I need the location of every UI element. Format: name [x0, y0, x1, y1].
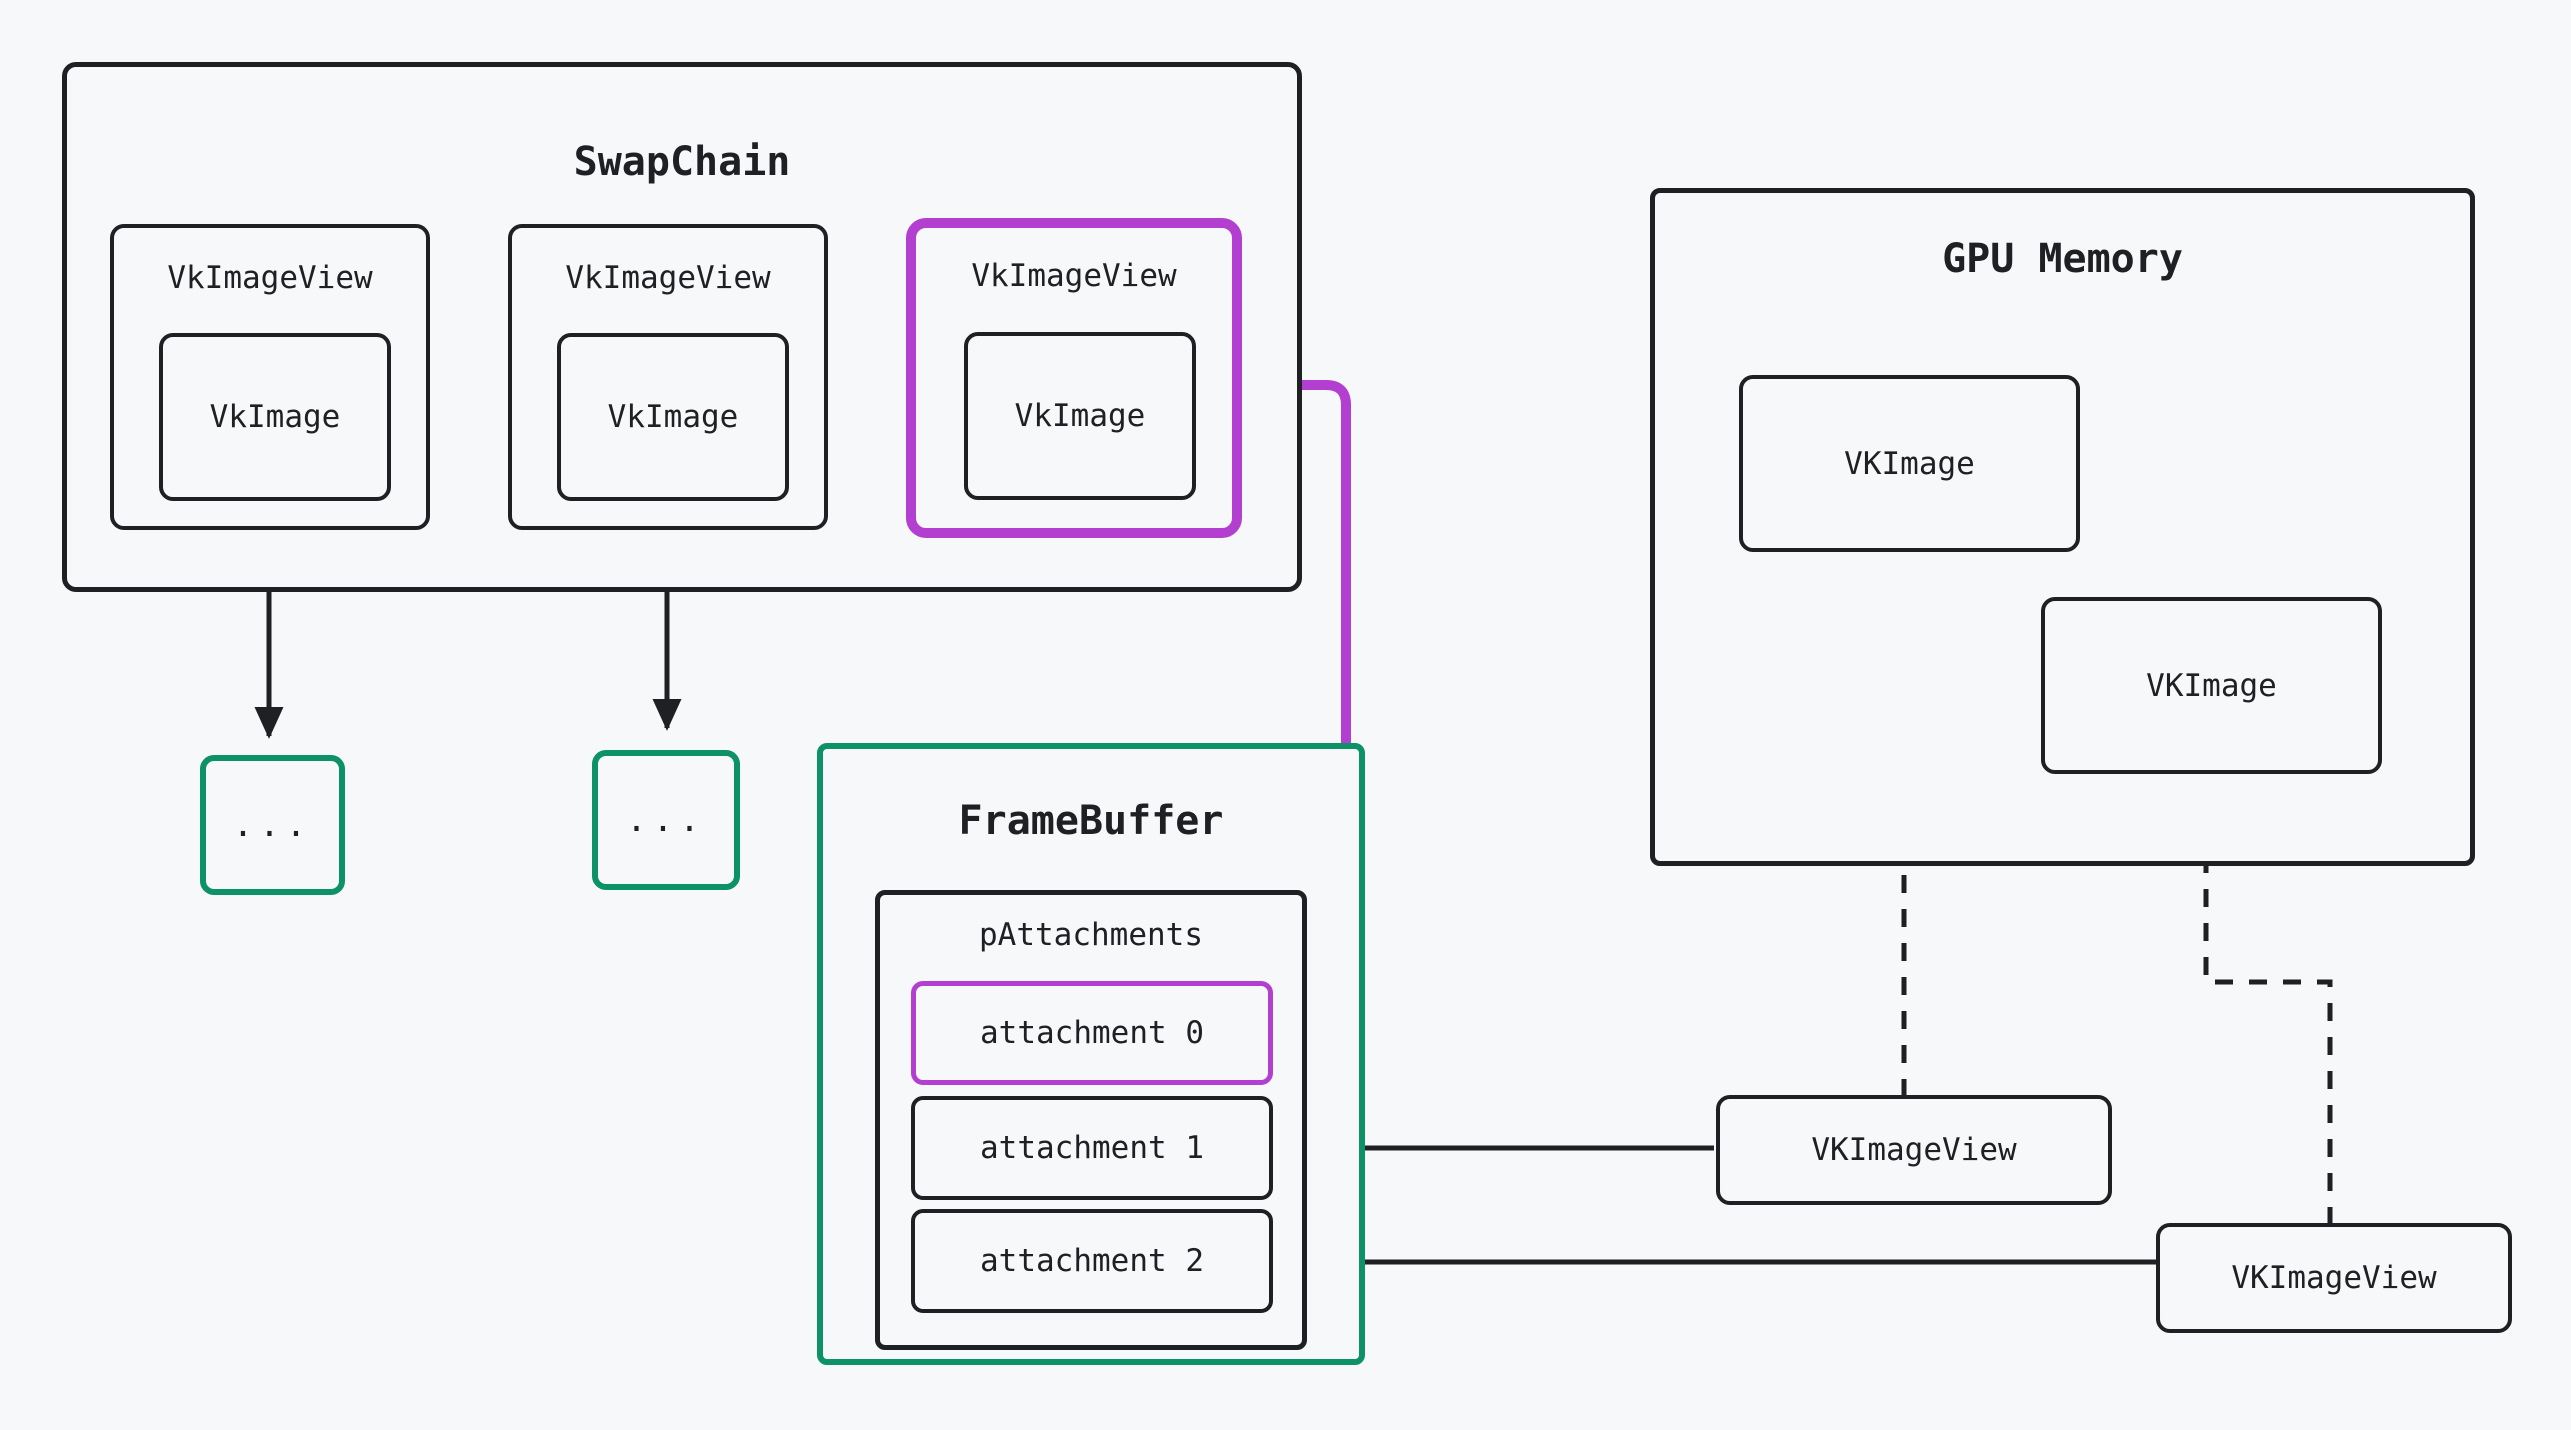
- gpu-vkimage-1[interactable]: VKImage: [2041, 597, 2382, 774]
- ellipsis-box-1-label: ...: [626, 800, 706, 840]
- swapchain-imageview-2-label: VkImageView: [971, 258, 1177, 294]
- swapchain-imageview-0[interactable]: VkImageView VkImage: [110, 224, 430, 530]
- gpu-vkimage-1-label: VKImage: [2146, 667, 2277, 704]
- swapchain-vkimage-2-label: VkImage: [1014, 398, 1146, 434]
- swapchain-vkimage-0[interactable]: VkImage: [159, 333, 391, 501]
- gpu-memory-title: GPU Memory: [1942, 236, 2183, 282]
- ellipsis-box-1[interactable]: ...: [592, 750, 740, 890]
- external-imageview-1[interactable]: VKImageView: [2156, 1223, 2512, 1333]
- gpu-vkimage-0-label: VKImage: [1844, 445, 1975, 482]
- attachment-2-label: attachment 2: [980, 1243, 1204, 1279]
- external-imageview-0[interactable]: VKImageView: [1716, 1095, 2112, 1205]
- attachment-0[interactable]: attachment 0: [911, 981, 1273, 1085]
- external-imageview-0-label: VKImageView: [1811, 1132, 2017, 1168]
- external-imageview-1-label: VKImageView: [2231, 1260, 2437, 1296]
- swapchain-vkimage-2[interactable]: VkImage: [964, 332, 1196, 500]
- swapchain-imageview-2[interactable]: VkImageView VkImage: [906, 218, 1242, 538]
- ellipsis-box-0-label: ...: [232, 805, 313, 845]
- swapchain-title: SwapChain: [573, 139, 791, 185]
- swapchain-imageview-1[interactable]: VkImageView VkImage: [508, 224, 828, 530]
- attachment-0-label: attachment 0: [980, 1015, 1204, 1051]
- ellipsis-box-0[interactable]: ...: [200, 755, 345, 895]
- attachment-2[interactable]: attachment 2: [911, 1209, 1273, 1313]
- swapchain-imageview-0-label: VkImageView: [167, 260, 373, 296]
- swapchain-vkimage-0-label: VkImage: [209, 399, 341, 435]
- swapchain-vkimage-1-label: VkImage: [607, 399, 739, 435]
- pattachments-label: pAttachments: [979, 917, 1203, 953]
- attachment-1-label: attachment 1: [980, 1130, 1204, 1166]
- attachment-1[interactable]: attachment 1: [911, 1096, 1273, 1200]
- gpu-vkimage-0[interactable]: VKImage: [1739, 375, 2080, 552]
- swapchain-imageview-1-label: VkImageView: [565, 260, 771, 296]
- framebuffer-title: FrameBuffer: [958, 798, 1224, 844]
- swapchain-vkimage-1[interactable]: VkImage: [557, 333, 789, 501]
